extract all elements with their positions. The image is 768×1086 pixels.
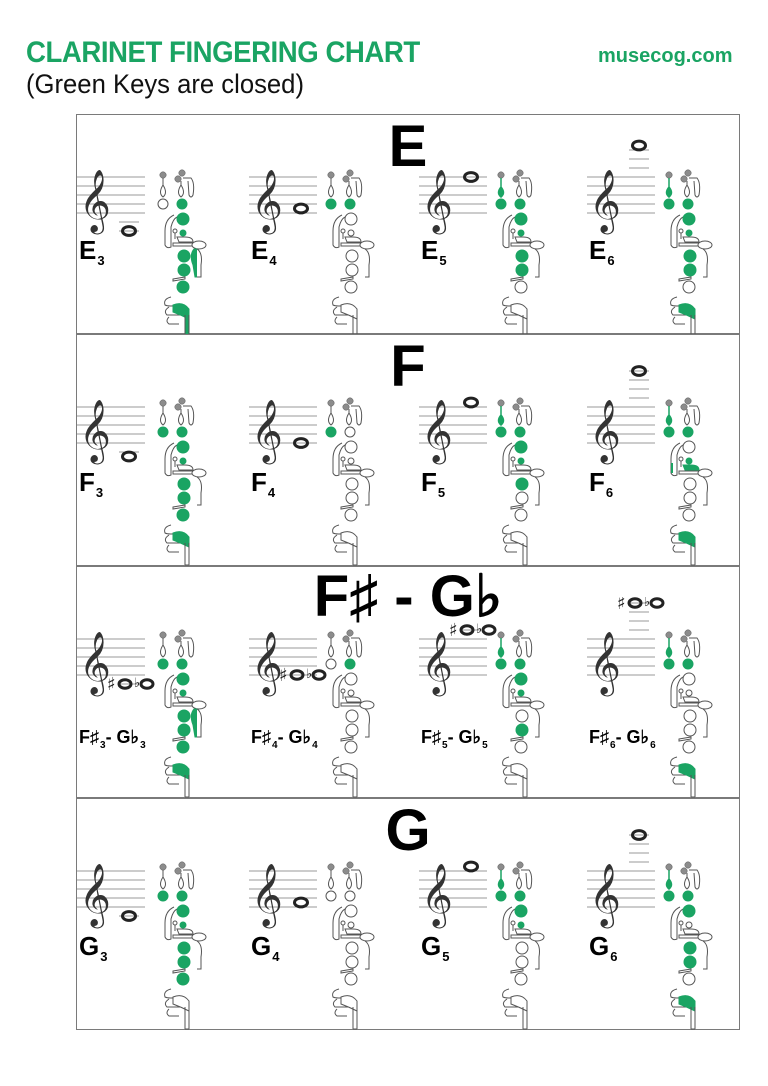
note-label: F♯3- G♭3 <box>79 727 146 751</box>
fingering-diagram-icon <box>663 169 713 338</box>
section-3: F♯ - G♭𝄞♯♭F♯3- G♭3𝄞♯♭F♯4- G♭4𝄞♯♭F♯5- G♭5… <box>76 566 740 798</box>
fingering-diagram-icon <box>663 629 713 798</box>
note-f4: 𝄞F4 <box>245 335 413 566</box>
svg-text:♯: ♯ <box>617 597 626 614</box>
svg-text:♭: ♭ <box>306 667 312 682</box>
staff-icon: 𝄞 <box>587 829 655 929</box>
staff-icon: 𝄞 ♯ ♭ <box>587 597 665 697</box>
svg-text:𝄞: 𝄞 <box>251 399 283 465</box>
note-e5: 𝄞E5 <box>415 115 583 338</box>
section-title: G <box>385 798 431 863</box>
note-f5: 𝄞F5 <box>415 335 583 566</box>
staff-icon: 𝄞 <box>587 365 655 465</box>
svg-text:𝄞: 𝄞 <box>421 169 453 235</box>
note-label: E3 <box>79 235 105 268</box>
chart-subtitle: (Green Keys are closed) <box>26 69 304 99</box>
fingering-diagram-icon <box>495 629 545 798</box>
chart-title: CLARINET FINGERING CHART <box>26 36 420 69</box>
note-f-4-g-4: 𝄞♯ ♭ F♯4- G♭4 <box>245 567 413 798</box>
svg-text:𝄞: 𝄞 <box>421 863 453 929</box>
svg-text:𝄞: 𝄞 <box>421 631 453 697</box>
svg-text:♯: ♯ <box>279 665 288 686</box>
note-e6: 𝄞E6 <box>583 115 751 338</box>
staff-icon: 𝄞♯ ♭ <box>77 631 155 697</box>
fingering-diagram-icon <box>157 397 207 566</box>
staff-icon: 𝄞 <box>419 396 487 465</box>
note-label: E5 <box>421 235 447 268</box>
section-1: E𝄞E3𝄞E4𝄞E5𝄞E6 <box>76 114 740 338</box>
note-label: E4 <box>251 235 277 268</box>
staff-icon: 𝄞 <box>77 399 145 465</box>
staff-icon: 𝄞 <box>77 863 145 929</box>
fingering-diagram-icon <box>157 861 207 1030</box>
note-label: F6 <box>589 467 614 500</box>
svg-text:𝄞: 𝄞 <box>79 863 111 929</box>
note-f-6-g-6: 𝄞 ♯ ♭ F♯6- G♭6 <box>583 567 751 798</box>
svg-text:♯: ♯ <box>449 620 458 641</box>
svg-text:𝄞: 𝄞 <box>79 169 111 235</box>
note-label: F♯4- G♭4 <box>251 727 318 751</box>
note-label: G3 <box>79 931 108 964</box>
site-link[interactable]: musecog.com <box>598 45 733 67</box>
note-g5: 𝄞G5 <box>415 799 583 1030</box>
svg-text:𝄞: 𝄞 <box>589 863 621 929</box>
fingering-diagram-icon <box>157 629 207 798</box>
section-title: F <box>390 334 426 399</box>
fingering-diagram-icon <box>663 861 713 1030</box>
section-title: E <box>388 114 428 179</box>
note-label: G6 <box>589 931 618 964</box>
note-g3: 𝄞G3 <box>77 799 245 1030</box>
note-label: G4 <box>251 931 280 964</box>
note-label: G5 <box>421 931 450 964</box>
staff-icon: 𝄞 <box>587 139 655 235</box>
staff-icon: 𝄞 <box>419 169 487 235</box>
note-label: E6 <box>589 235 615 268</box>
note-f-3-g-3: 𝄞♯ ♭ F♯3- G♭3 <box>77 567 245 798</box>
fingering-diagram-icon <box>157 169 207 338</box>
svg-text:𝄞: 𝄞 <box>589 399 621 465</box>
fingering-diagram-icon <box>325 397 375 566</box>
svg-text:𝄞: 𝄞 <box>589 169 621 235</box>
note-g4: 𝄞G4 <box>245 799 413 1030</box>
fingering-diagram-icon <box>495 861 545 1030</box>
note-label: F5 <box>421 467 446 500</box>
section-title: F♯ - G♭ <box>313 564 503 629</box>
svg-text:𝄞: 𝄞 <box>251 631 283 697</box>
staff-icon: 𝄞 <box>419 860 487 929</box>
note-f-5-g-5: 𝄞♯ ♭ F♯5- G♭5 <box>415 567 583 798</box>
note-label: F4 <box>251 467 276 500</box>
note-label: F♯6- G♭6 <box>589 727 656 751</box>
fingering-diagram-icon <box>663 397 713 566</box>
staff-icon: 𝄞♯ ♭ <box>419 620 497 697</box>
note-label: F♯5- G♭5 <box>421 727 488 751</box>
svg-text:𝄞: 𝄞 <box>79 631 111 697</box>
staff-icon: 𝄞 <box>249 863 317 929</box>
note-f3: 𝄞F3 <box>77 335 245 566</box>
section-2: F𝄞F3𝄞F4𝄞F5𝄞F6 <box>76 334 740 566</box>
note-g6: 𝄞G6 <box>583 799 751 1030</box>
staff-icon: 𝄞 <box>249 399 317 465</box>
svg-text:𝄞: 𝄞 <box>589 631 621 697</box>
staff-icon: 𝄞♯ ♭ <box>249 631 327 697</box>
svg-text:♯: ♯ <box>107 674 116 695</box>
section-4: G𝄞G3𝄞G4𝄞G5𝄞G6 <box>76 798 740 1030</box>
svg-text:♭: ♭ <box>644 597 650 610</box>
note-label: F3 <box>79 467 104 500</box>
note-f6: 𝄞F6 <box>583 335 751 566</box>
svg-text:𝄞: 𝄞 <box>421 399 453 465</box>
svg-text:𝄞: 𝄞 <box>251 169 283 235</box>
note-e3: 𝄞E3 <box>77 115 245 338</box>
staff-icon: 𝄞 <box>249 169 317 235</box>
svg-text:𝄞: 𝄞 <box>79 399 111 465</box>
svg-text:♭: ♭ <box>476 622 482 637</box>
fingering-diagram-icon <box>325 169 375 338</box>
staff-icon: 𝄞 <box>77 169 145 237</box>
fingering-diagram-icon <box>495 397 545 566</box>
fingering-diagram-icon <box>495 169 545 338</box>
svg-text:♭: ♭ <box>134 676 140 691</box>
fingering-diagram-icon <box>325 861 375 1030</box>
svg-text:𝄞: 𝄞 <box>251 863 283 929</box>
note-e4: 𝄞E4 <box>245 115 413 338</box>
fingering-diagram-icon <box>325 629 375 798</box>
